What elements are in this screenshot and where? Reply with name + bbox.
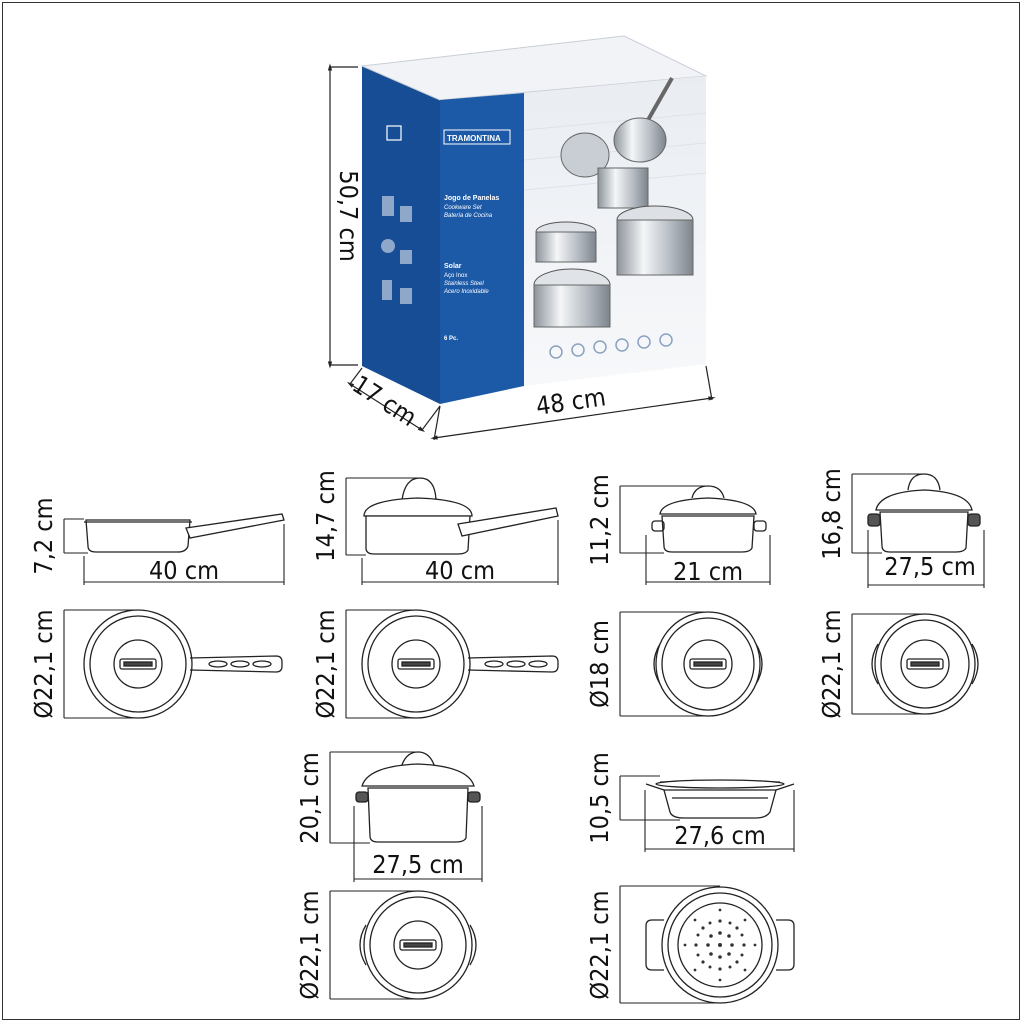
material-es: Acero Inoxidable: [443, 289, 489, 295]
casserole-small-side-view: [651, 485, 767, 553]
steamer-holes: [683, 908, 757, 982]
frying-pan-diameter: Ø22,1 cm: [29, 609, 58, 718]
saucepan-width: 40 cm: [425, 556, 495, 585]
casserole-medium-side-view: [867, 473, 981, 553]
stockpot-diameter: Ø22,1 cm: [295, 890, 324, 999]
side-views: [84, 473, 981, 843]
top-views: [83, 609, 979, 1004]
stockpot-side-view: [355, 751, 481, 843]
brand-badge: [443, 129, 511, 145]
casserole-medium-height: 16,8 cm: [817, 468, 846, 559]
saucepan-side-view: [363, 477, 559, 555]
photo-cookware: [533, 77, 694, 328]
steamer-width: 27,6 cm: [674, 821, 765, 850]
package-box: TRAMONTINA Jogo de Panelas Cookware Set …: [360, 35, 708, 404]
pieces-count: 6 Pc.: [444, 336, 458, 342]
line-name: Solar: [444, 263, 462, 270]
casserole-small-width: 21 cm: [673, 557, 743, 586]
saucepan-top-view: [361, 609, 559, 719]
steamer-top-view: [645, 886, 795, 1004]
stockpot-width: 27,5 cm: [372, 850, 463, 879]
side-product-thumbs: [381, 196, 412, 304]
stockpot-height: 20,1 cm: [295, 752, 324, 843]
steamer-height: 10,5 cm: [585, 752, 614, 843]
package-height-label: 50,7 cm: [334, 170, 363, 261]
product-dimension-lines: [63, 473, 985, 1004]
side-logo-icon: [386, 125, 402, 141]
stockpot-top-view: [359, 890, 477, 1000]
frying-pan-height: 7,2 cm: [29, 497, 58, 574]
casserole-small-top-view: [653, 611, 763, 717]
steamer-side-view: [645, 779, 795, 819]
material-pt: Aço Inox: [444, 273, 467, 279]
box-front-blue-panel: [440, 93, 524, 404]
material-en: Stainless Steel: [444, 281, 484, 287]
saucepan-diameter: Ø22,1 cm: [311, 609, 340, 718]
frying-pan-side-view: [84, 513, 285, 553]
box-side-face: [362, 66, 440, 404]
frying-pan-top-view: [83, 609, 283, 719]
frying-pan-width: 40 cm: [149, 556, 219, 585]
title-pt: Jogo de Panelas: [444, 195, 499, 202]
casserole-medium-top-view: [871, 613, 979, 715]
package-dimension-lines: [327, 63, 716, 441]
saucepan-height: 14,7 cm: [311, 470, 340, 561]
casserole-medium-width: 27,5 cm: [884, 552, 975, 581]
casserole-small-diameter: Ø18 cm: [585, 620, 614, 708]
casserole-small-height: 11,2 cm: [585, 474, 614, 565]
title-en: Cookware Set: [444, 205, 482, 211]
brand-label: TRAMONTINA: [447, 134, 501, 143]
steamer-diameter: Ø22,1 cm: [585, 890, 614, 999]
title-es: Batería de Cocina: [444, 213, 493, 219]
feature-icons: [549, 333, 673, 359]
casserole-medium-diameter: Ø22,1 cm: [817, 609, 846, 718]
